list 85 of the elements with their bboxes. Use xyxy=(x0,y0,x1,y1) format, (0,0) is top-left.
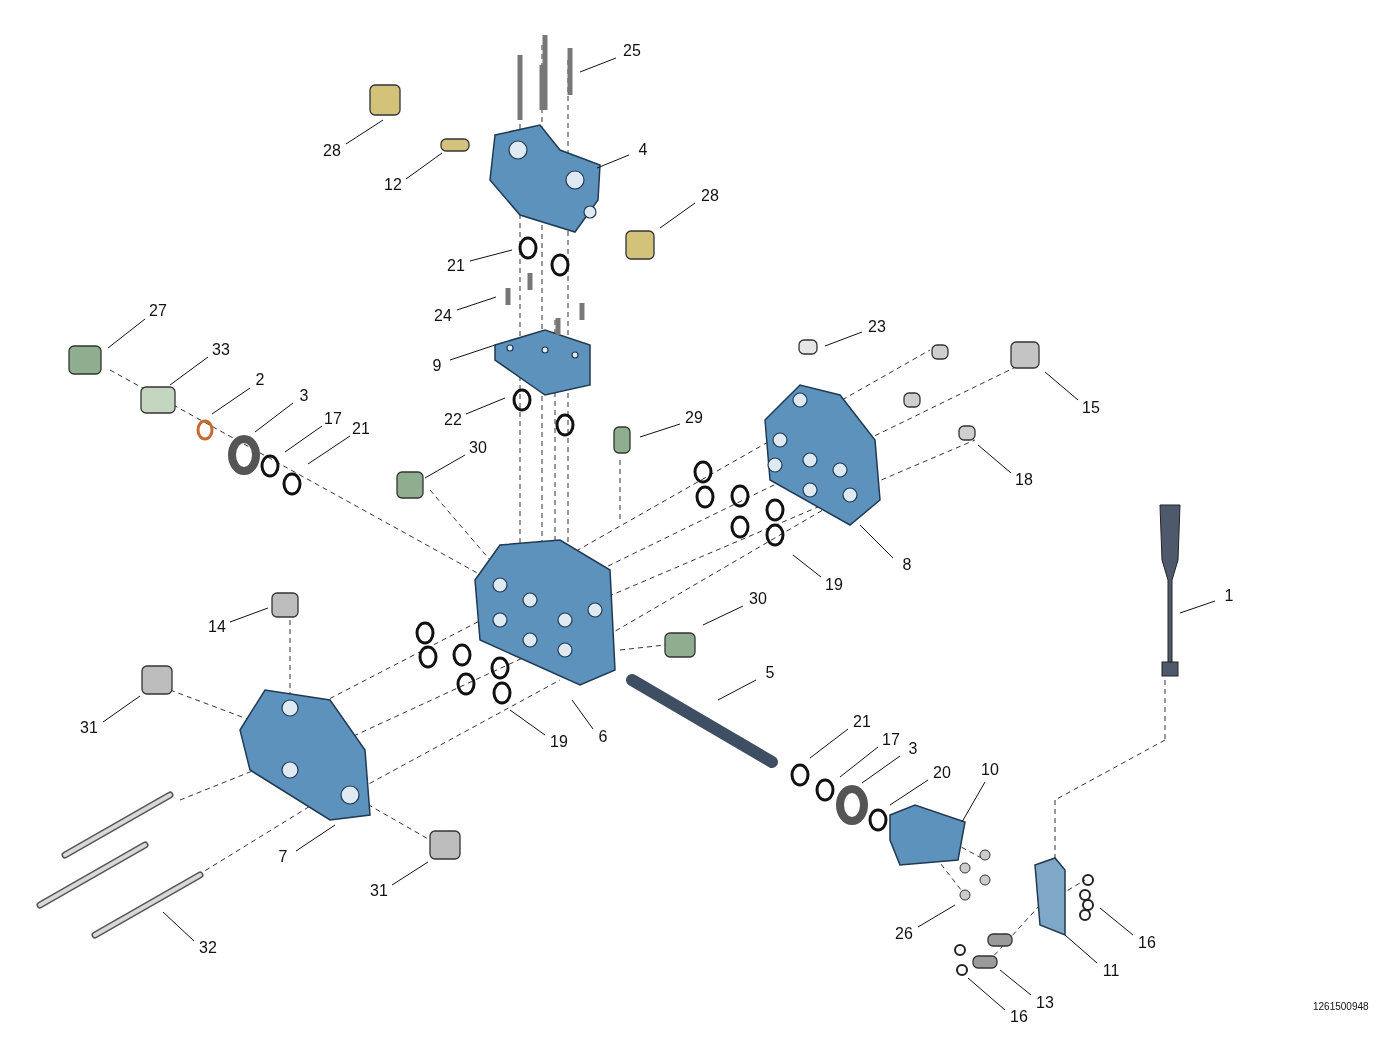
callout-number: 13 xyxy=(1036,994,1054,1012)
leader-line xyxy=(861,755,901,784)
leader-line xyxy=(977,444,1012,474)
callout-number: 8 xyxy=(902,556,912,574)
callout-number: 3 xyxy=(908,740,918,758)
leader-line xyxy=(211,387,251,415)
callout-number: 14 xyxy=(208,618,226,636)
callout-number: 28 xyxy=(701,187,719,205)
callout-number: 9 xyxy=(432,357,442,375)
callout-number: 29 xyxy=(685,409,703,427)
leader-line xyxy=(307,435,351,465)
callout-number: 18 xyxy=(1015,471,1033,489)
callout-number: 12 xyxy=(384,176,402,194)
leader-line xyxy=(391,861,429,886)
leader-line xyxy=(254,402,294,433)
callout-number: 2 xyxy=(255,371,265,389)
leader-line xyxy=(659,202,696,229)
callout-number: 19 xyxy=(550,733,568,751)
leader-line xyxy=(107,318,146,349)
leader-line xyxy=(809,728,849,759)
callout-number: 11 xyxy=(1102,962,1120,980)
callout-number: 21 xyxy=(447,257,465,275)
callout-number: 31 xyxy=(370,882,388,900)
leader-line xyxy=(1179,600,1216,614)
callout-number: 4 xyxy=(638,141,648,159)
leader-line xyxy=(345,119,384,145)
leader-line xyxy=(859,524,894,559)
callout-number: 19 xyxy=(825,576,843,594)
leader-line xyxy=(999,969,1032,996)
callout-number: 33 xyxy=(212,341,230,359)
leader-line xyxy=(717,679,757,701)
callout-number: 16 xyxy=(1010,1008,1028,1026)
leader-line xyxy=(229,607,269,623)
leader-line xyxy=(639,423,681,438)
leader-line xyxy=(449,344,496,361)
leader-line xyxy=(571,699,594,730)
callout-number: 30 xyxy=(749,590,767,608)
callout-number: 21 xyxy=(853,713,871,731)
callout-number: 26 xyxy=(895,925,913,943)
callout-number: 3 xyxy=(299,387,309,405)
callout-number: 17 xyxy=(324,410,342,428)
leader-line xyxy=(889,779,929,806)
leader-line xyxy=(405,152,443,180)
callout-number: 15 xyxy=(1082,399,1100,417)
callout-number: 21 xyxy=(352,420,370,438)
callout-number: 17 xyxy=(882,731,900,749)
leader-line xyxy=(961,781,986,823)
callout-number: 32 xyxy=(199,939,217,957)
leader-line xyxy=(917,904,956,928)
callout-number: 24 xyxy=(434,307,452,325)
drawing-number: 1261500948 xyxy=(1313,1001,1369,1012)
leader-line xyxy=(839,746,879,778)
leader-line xyxy=(1044,371,1079,401)
leader-line xyxy=(792,554,822,578)
leader-line xyxy=(579,57,617,73)
leader-line xyxy=(424,454,466,479)
leader-line xyxy=(1064,934,1098,964)
callout-number: 1 xyxy=(1224,587,1234,605)
callout-number: 28 xyxy=(323,142,341,160)
leader-line xyxy=(465,397,506,415)
callout-number: 5 xyxy=(765,664,775,682)
leader-line xyxy=(967,977,1006,1011)
callout-number: 7 xyxy=(278,848,288,866)
leader-line xyxy=(509,709,546,736)
leader-line xyxy=(702,605,744,626)
callout-number: 10 xyxy=(981,761,999,779)
callout-number: 22 xyxy=(444,411,462,429)
leader-line xyxy=(824,331,863,347)
leader-line xyxy=(596,154,630,169)
leader-line xyxy=(284,425,323,453)
leader-line xyxy=(456,296,497,311)
callout-number: 20 xyxy=(933,764,951,782)
leader-line xyxy=(102,695,141,723)
callout-number: 6 xyxy=(598,728,608,746)
callout-number: 27 xyxy=(149,302,167,320)
callout-number: 30 xyxy=(469,439,487,457)
leader-line xyxy=(1099,907,1134,936)
leader-line xyxy=(169,356,209,386)
leader-line xyxy=(295,824,336,852)
callout-number: 23 xyxy=(868,318,886,336)
callout-number: 16 xyxy=(1138,934,1156,952)
leader-line xyxy=(162,911,195,942)
leader-line xyxy=(469,249,513,262)
callout-number: 25 xyxy=(623,42,641,60)
callout-number: 31 xyxy=(80,719,98,737)
